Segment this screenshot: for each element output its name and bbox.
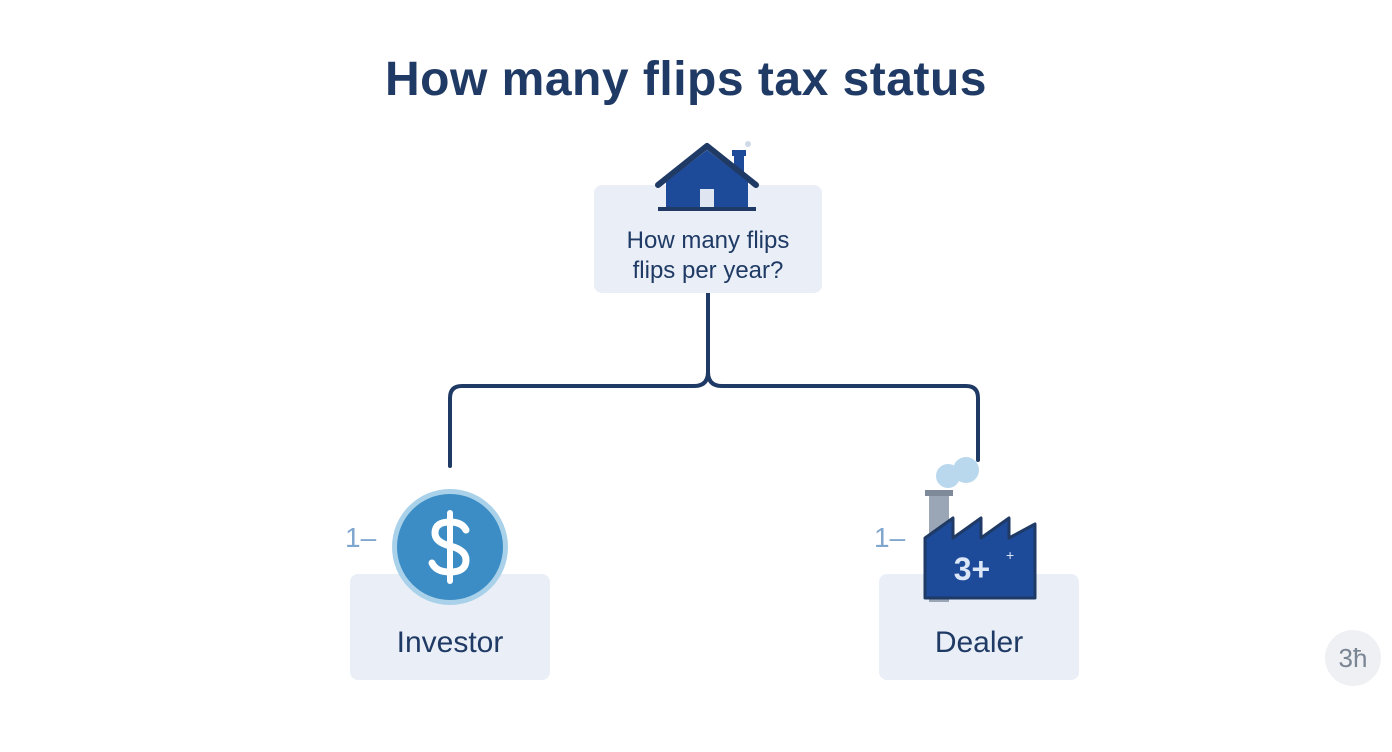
- house-icon: [655, 141, 759, 211]
- corner-badge: 3ħ: [1325, 630, 1381, 686]
- dealer-label: Dealer: [934, 626, 1024, 659]
- question-line-2: flips per year?: [632, 257, 784, 284]
- diagram-title: How many flips tax status: [385, 53, 987, 106]
- question-label: How many flips flips per year?: [594, 226, 822, 286]
- investor-label: Investor: [396, 626, 504, 659]
- investor-count-label: 1–: [345, 522, 377, 553]
- factory-count-text: 3+: [954, 551, 990, 587]
- factory-icon: 3+ +: [923, 457, 1037, 602]
- svg-text:+: +: [1006, 547, 1014, 563]
- dealer-count-label: 1–: [874, 522, 906, 553]
- question-line-1: How many flips: [626, 227, 790, 254]
- dollar-coin-icon: [392, 489, 508, 605]
